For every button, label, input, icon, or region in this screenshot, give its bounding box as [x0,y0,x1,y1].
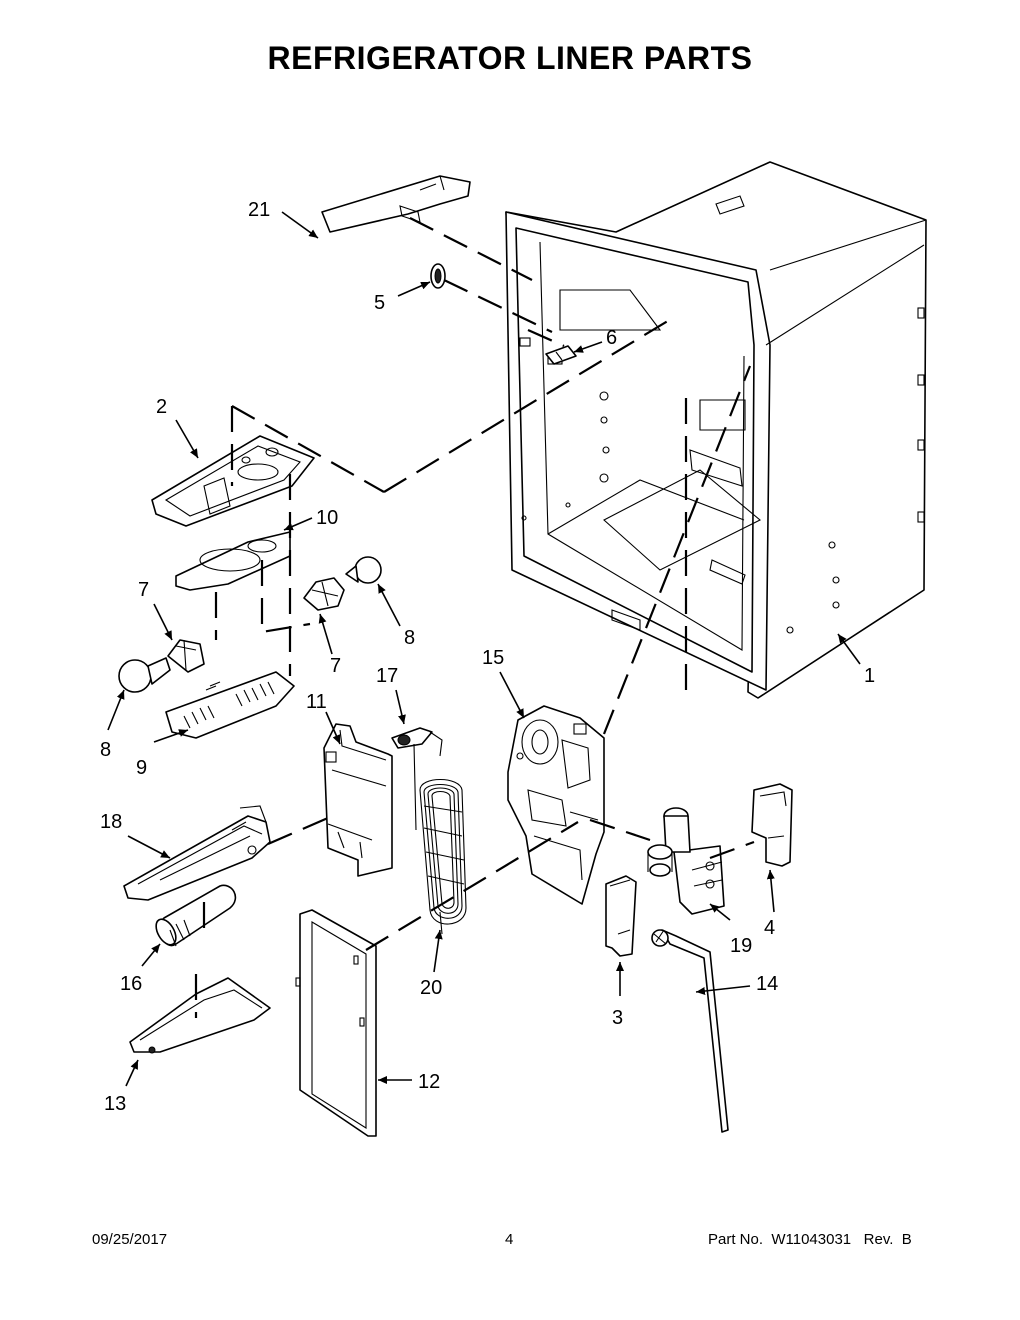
callout-13: 12 [418,1071,440,1093]
bracket-part-3 [605,875,637,957]
grille-part-9 [165,671,295,739]
callout-10: 10 [316,507,338,529]
connector-lines [194,217,755,1018]
footer-part-number: Part No. W11043031 Rev. B [708,1231,912,1248]
footer-page-number: 4 [505,1231,514,1248]
callout-3: 3 [612,1007,623,1029]
callout-18: 20 [420,977,442,999]
callout-5: 5 [374,292,385,314]
bracket-part-11 [323,723,393,877]
callout-12: 13 [104,1093,126,1115]
housing-part-15 [123,805,271,901]
lens-part-10 [175,531,291,591]
callout-1: 1 [864,665,875,687]
bulb-part-8-right [345,556,382,584]
callout-2: 2 [156,396,167,418]
callout-16: 14 [756,973,778,995]
trim-part-21 [321,175,471,233]
bulb-part-8-left [118,657,171,693]
footer-date: 09/25/2017 [92,1231,168,1248]
cover-part-4 [751,783,793,867]
callout-17: 15 [482,647,504,669]
callout-19: 17 [376,665,398,687]
callout-15: 18 [100,811,122,833]
callout-8-right: 8 [404,627,415,649]
leader-arrows [107,211,861,1087]
liner-part-1 [505,161,927,699]
callout-9: 9 [136,757,147,779]
callout-7-left: 7 [138,579,149,601]
callout-labels: 21 5 6 2 10 7 8 7 17 15 1 11 8 9 18 19 4… [100,199,875,1115]
thermistor-part-19 [391,727,443,831]
callout-11: 11 [306,691,327,713]
valve-part-20 [647,807,725,915]
heater-coil-part-18 [419,779,467,935]
clip-part-6 [545,345,577,365]
clip-part-5 [430,263,446,289]
page-title: REFRIGERATOR LINER PARTS [267,40,753,76]
cover-part-12 [129,977,271,1054]
callout-21: 21 [248,199,270,221]
callout-20: 19 [730,935,752,957]
callout-4: 4 [764,917,775,939]
socket-part-7-right [303,577,345,611]
callout-8-left: 8 [100,739,111,761]
callout-6: 6 [606,327,617,349]
callout-14: 16 [120,973,142,995]
socket-part-7-left [167,639,205,673]
bracket-part-17 [507,705,605,905]
light-housing-part-2 [151,435,315,527]
channel-part-13 [295,909,377,1137]
filter-part-14 [155,884,237,947]
tube-part-16 [651,929,729,1133]
callout-7-right: 7 [330,655,341,677]
